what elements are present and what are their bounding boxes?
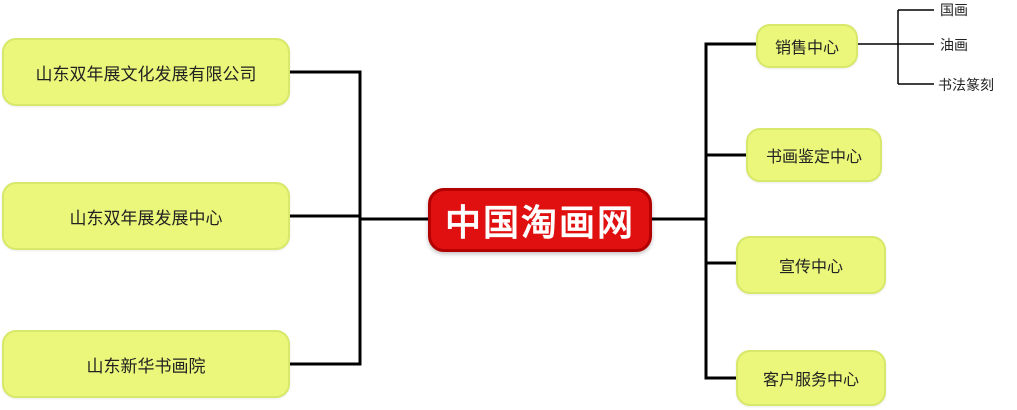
right-node-customer-service: 客户服务中心 (736, 350, 886, 406)
right-node-sales-center-label: 销售中心 (774, 38, 839, 57)
left-node-development-center-label: 山东双年展发展中心 (69, 208, 223, 229)
right-node-appraisal-center-label: 书画鉴定中心 (765, 147, 862, 166)
left-node-development-center: 山东双年展发展中心 (2, 182, 290, 250)
sales-leaf-calligraphy-seal: 书法篆刻 (938, 78, 994, 94)
right-node-customer-service-label: 客户服务中心 (762, 370, 859, 389)
root-node-label: 中国淘画网 (444, 202, 635, 244)
right-node-sales-center: 销售中心 (756, 24, 858, 68)
root-node: 中国淘画网 (428, 188, 652, 252)
left-node-company-label: 山东双年展文化发展有限公司 (35, 64, 257, 85)
right-node-publicity-center-label: 宣传中心 (778, 257, 843, 276)
sales-leaf-guohua: 国画 (940, 3, 968, 19)
left-node-painting-academy-label: 山东新华书画院 (86, 356, 206, 377)
left-node-company: 山东双年展文化发展有限公司 (2, 38, 290, 106)
right-node-appraisal-center: 书画鉴定中心 (746, 128, 882, 182)
right-node-publicity-center: 宣传中心 (736, 236, 886, 294)
left-node-painting-academy: 山东新华书画院 (2, 330, 290, 398)
sales-leaf-oil-painting: 油画 (940, 38, 968, 54)
